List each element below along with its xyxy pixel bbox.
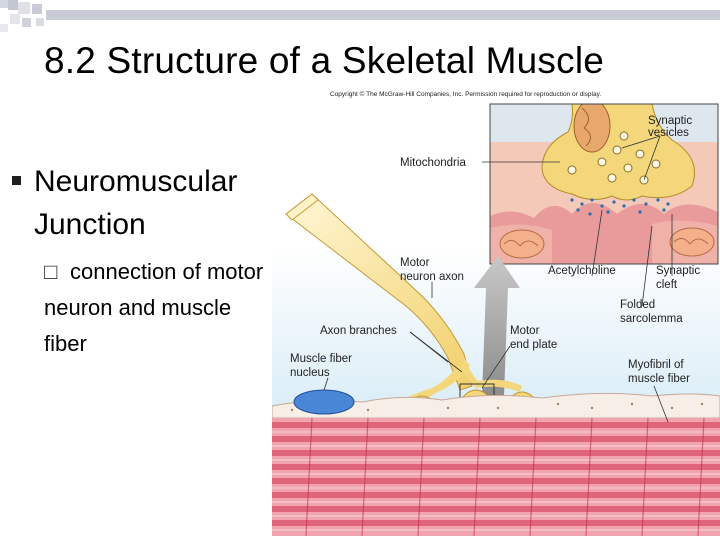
label-folded-sarcolemma: Folded sarcolemma: [620, 299, 683, 325]
label-motor-end-plate: Motor end plate: [510, 325, 557, 351]
square-bullet-icon: [12, 176, 21, 185]
inset-frame: [489, 103, 719, 265]
label-myofibril: Myofibril of muscle fiber: [628, 359, 690, 385]
label-mitochondria: Mitochondria: [400, 157, 466, 169]
copyright-notice: Copyright © The McGraw-Hill Companies, I…: [330, 91, 602, 98]
header-decoration: [0, 0, 720, 32]
sarcolemma-surface: [272, 392, 720, 419]
hollow-square-bullet-icon: □: [44, 259, 58, 284]
neuromuscular-junction-figure: Synaptic vesicles Mitochondria Motor neu…: [272, 103, 720, 536]
sub-bullet-connection: connection of motor neuron and muscle fi…: [44, 259, 264, 356]
label-acetylcholine: Acetylcholine: [548, 265, 616, 277]
inset-magnified-view: [490, 104, 718, 264]
slide-title: 8.2 Structure of a Skeletal Muscle: [44, 40, 605, 81]
label-synaptic-cleft: Synaptic cleft: [656, 265, 703, 291]
label-axon-branches: Axon branches: [320, 325, 397, 337]
zoom-arrow: [474, 256, 520, 396]
bullet-neuromuscular-junction: Neuromuscular Junction: [34, 165, 238, 241]
label-muscle-fiber-nucleus: Muscle fiber nucleus: [290, 353, 355, 379]
label-motor-neuron-axon: Motor neuron axon: [400, 257, 464, 283]
muscle-fiber-myofibrils: [272, 417, 720, 536]
muscle-fiber-nucleus: [293, 389, 355, 415]
label-synaptic-vesicles: Synaptic vesicles: [648, 115, 695, 139]
label-leader-lines: [323, 135, 673, 423]
